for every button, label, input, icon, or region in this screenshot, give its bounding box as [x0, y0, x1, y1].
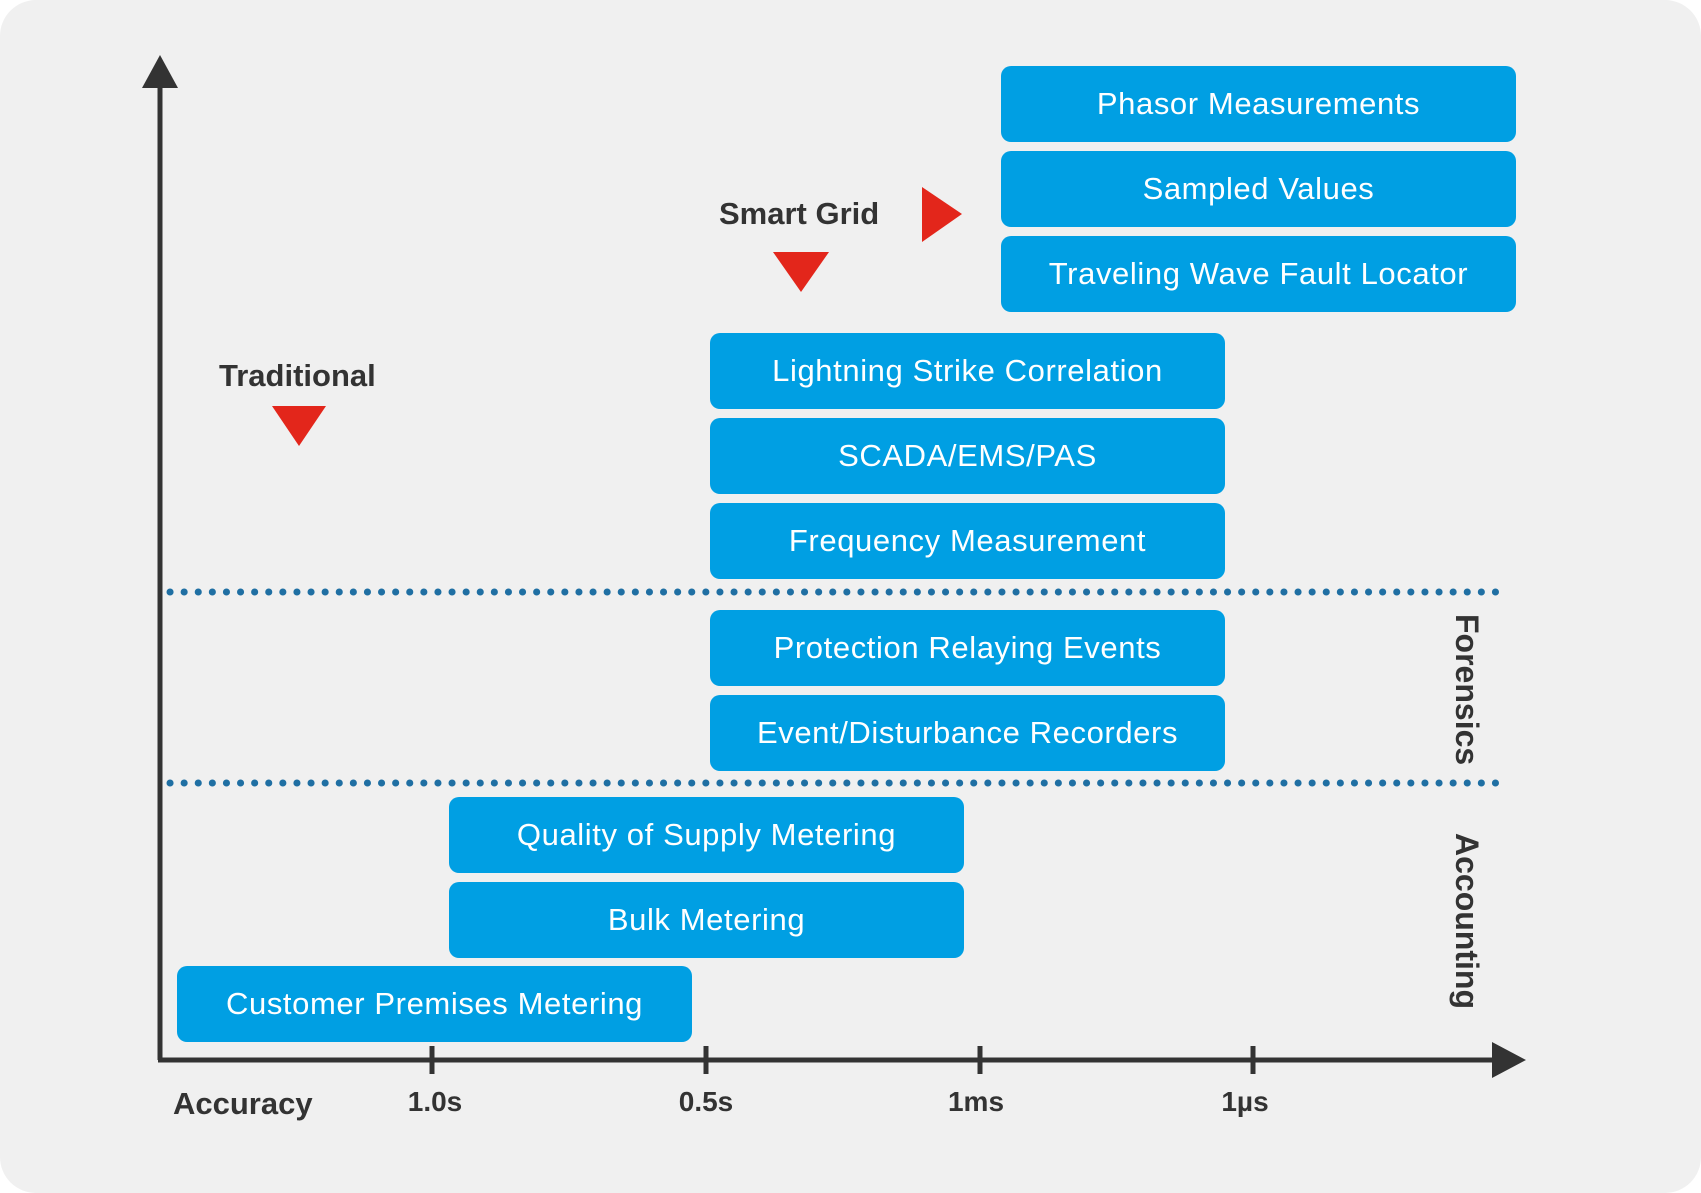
- smart-grid-right-marker-icon: [922, 187, 962, 242]
- x-tick-label-1: 1.0s: [407, 1086, 463, 1117]
- accounting-section-label: Accounting: [1449, 833, 1485, 1009]
- x-tick-label-2: 0.5s: [678, 1086, 734, 1117]
- bulk-metering-box: Bulk Metering: [449, 882, 964, 958]
- y-axis-arrowhead: [142, 55, 178, 88]
- customer-premises-metering-box: Customer Premises Metering: [177, 966, 692, 1042]
- protection-relaying-events-box: Protection Relaying Events: [710, 610, 1225, 686]
- quality-of-supply-metering-box: Quality of Supply Metering: [449, 797, 964, 873]
- frequency-measurement-box: Frequency Measurement: [710, 503, 1225, 579]
- x-tick-label-3: 1ms: [947, 1086, 1005, 1117]
- smart-grid-label: Smart Grid: [719, 196, 880, 231]
- sampled-values-box: Sampled Values: [1001, 151, 1516, 227]
- forensics-section-label: Forensics: [1449, 614, 1485, 766]
- traveling-wave-fault-locator-box: Traveling Wave Fault Locator: [1001, 236, 1516, 312]
- smart-grid-down-marker-icon: [773, 252, 829, 292]
- traditional-label: Traditional: [219, 358, 376, 393]
- phasor-measurements-box: Phasor Measurements: [1001, 66, 1516, 142]
- x-tick-label-4: 1µs: [1221, 1086, 1269, 1117]
- traditional-marker-icon: [272, 406, 326, 446]
- x-axis-arrowhead: [1492, 1042, 1526, 1078]
- lightning-strike-correlation-box: Lightning Strike Correlation: [710, 333, 1225, 409]
- x-axis-label: Accuracy: [173, 1086, 313, 1121]
- scada-ems-pas-box: SCADA/EMS/PAS: [710, 418, 1225, 494]
- event-disturbance-recorders-box: Event/Disturbance Recorders: [710, 695, 1225, 771]
